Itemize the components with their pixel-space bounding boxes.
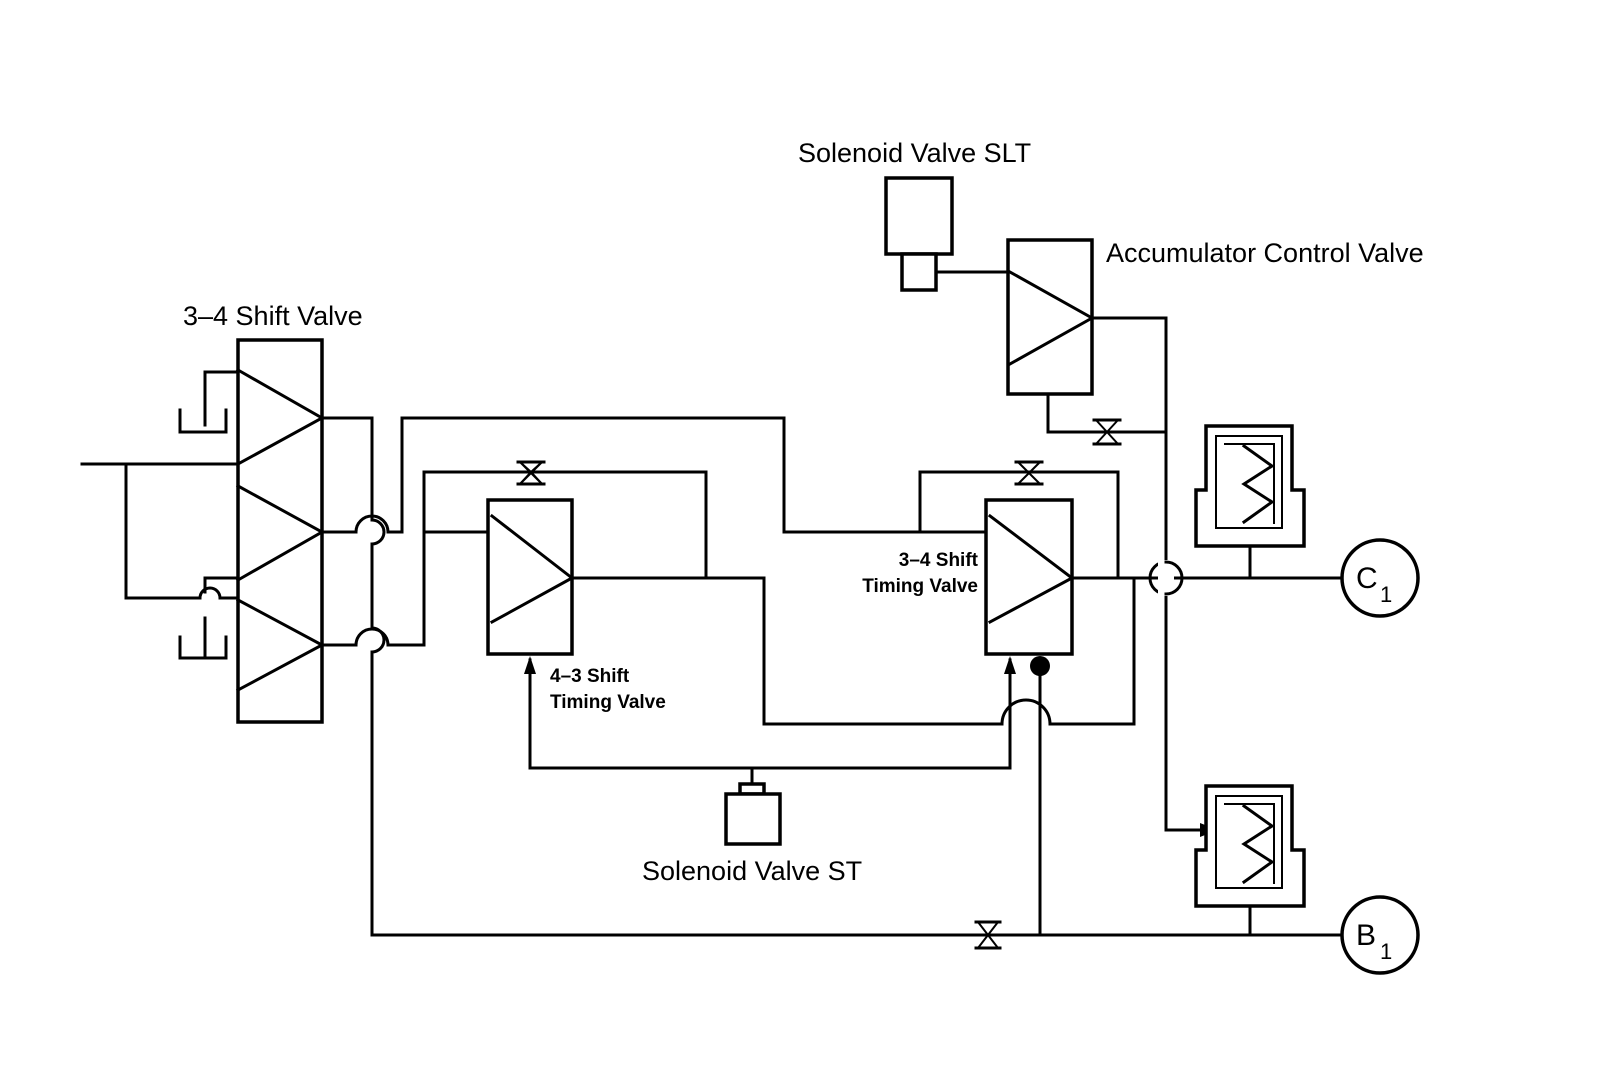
port-b1-subscript: 1 [1380,939,1392,964]
port-c1: C 1 [1340,538,1420,618]
spring-accumulator-icon [1194,424,1306,580]
port-c1-letter: C [1356,562,1378,595]
bowtie-check-valve-icon [1092,418,1122,446]
port-c1-subscript: 1 [1380,582,1392,607]
timing-valve-43-label-1: 4–3 Shift [550,666,630,687]
spring-accumulator-icon [1194,784,1306,937]
drain-icon [178,370,240,434]
c1-line-hop [1148,560,1184,596]
drain-icon [178,576,240,660]
timing-valve-34 [984,498,1075,937]
bowtie-check-valve-icon [974,920,1002,950]
port-b1: B 1 [1340,895,1420,975]
input-line [80,462,240,600]
shift-valve-mid-output [320,416,992,534]
solenoid-slt-label: Solenoid Valve SLT [798,138,1031,168]
timing-valve-43-output [570,576,1136,726]
solenoid-st [524,656,1016,846]
accumulator-control-valve [1006,238,1096,396]
bowtie-check-valve-icon [516,460,546,486]
shift-valve-34 [235,338,326,724]
shift-valve-top-output [320,416,1352,937]
timing-valve-43 [486,498,575,656]
timing-valve-34-bypass [918,460,1120,580]
c1-line [1070,560,1344,596]
shift-valve-low-output [320,470,708,647]
timing-valve-43-label-2: Timing Valve [550,692,666,713]
timing-valve-34-label-2: Timing Valve [862,576,978,597]
solenoid-slt [884,176,1010,292]
solenoid-st-label: Solenoid Valve ST [642,856,862,886]
timing-valve-34-label-1: 3–4 Shift [899,550,979,571]
port-b1-letter: B [1356,919,1376,952]
shift-valve-34-label: 3–4 Shift Valve [183,301,363,331]
accumulator-control-valve-label: Accumulator Control Valve [1106,238,1424,268]
